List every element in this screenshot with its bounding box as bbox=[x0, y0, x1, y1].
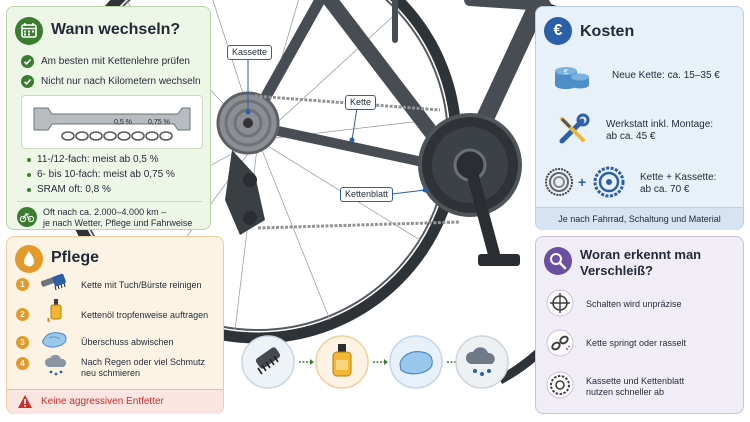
step-number-2: 2 bbox=[16, 308, 29, 321]
warning-bar: Keine aggressiven Entfetter bbox=[7, 389, 223, 414]
euro-icon: € bbox=[544, 17, 572, 45]
step-text-3: Überschuss abwischen bbox=[81, 337, 174, 347]
kosten-item-2b: ab ca. 45 € bbox=[606, 131, 656, 142]
chainring bbox=[418, 113, 522, 266]
wechseln-title: Wann wechseln? bbox=[51, 21, 181, 38]
bullet-item-2: 6- bis 10-fach: meist ab 0,75 % bbox=[37, 169, 175, 180]
panel-wann-wechseln: Wann wechseln? Am besten mit Kettenlehre… bbox=[6, 6, 211, 230]
check-item-2: Nicht nur nach Kilometern wechseln bbox=[41, 76, 201, 87]
step-number-4: 4 bbox=[16, 357, 29, 370]
panel-verschleiss: Woran erkennt man Verschleiß? Schalten w… bbox=[535, 236, 744, 414]
bullet-dot bbox=[27, 188, 31, 192]
magnifier-icon bbox=[544, 247, 572, 275]
brush-icon bbox=[40, 273, 66, 291]
oil-drop-icon bbox=[15, 245, 43, 273]
cassette-icon bbox=[545, 168, 573, 196]
verschleiss-item-3a: Kassette und Kettenblatt bbox=[586, 376, 685, 386]
kosten-item-1: Neue Kette: ca. 15–35 € bbox=[612, 70, 720, 81]
calendar-icon bbox=[15, 17, 43, 45]
verschleiss-item-1: Schalten wird unpräzise bbox=[586, 299, 682, 309]
plus-sign: + bbox=[578, 174, 587, 190]
step-text-1: Kette mit Tuch/Bürste reinigen bbox=[81, 280, 202, 290]
rain-cloud-icon bbox=[44, 354, 67, 376]
coins-icon: € bbox=[555, 67, 589, 89]
rear-derailleur bbox=[225, 150, 265, 235]
cloth-icon bbox=[42, 332, 67, 348]
process-strip bbox=[240, 334, 510, 394]
arrow-right-icon bbox=[299, 359, 314, 365]
chainring-icon bbox=[593, 166, 625, 198]
kosten-item-3a: Kette + Kassette: bbox=[640, 172, 717, 183]
verschleiss-item-2: Kette springt oder rasselt bbox=[586, 338, 687, 348]
oil-bottle-step-icon bbox=[315, 335, 369, 389]
label-kassette: Kassette bbox=[227, 45, 273, 60]
kosten-item-2a: Werkstatt inkl. Montage: bbox=[606, 119, 714, 130]
pflege-title: Pflege bbox=[51, 249, 100, 266]
panel-kosten: € Kosten € Neue Kette: ca. 15–35 € Werks… bbox=[535, 6, 744, 230]
gauge-box: 0,5 % 0,75 % bbox=[21, 95, 203, 149]
panel-pflege: Pflege 1 Kette mit Tuch/Bürste reinigen … bbox=[6, 236, 224, 414]
oil-bottle-icon bbox=[47, 299, 62, 323]
bullet-item-3: SRAM oft: 0,8 % bbox=[37, 184, 111, 195]
km-note-line2: je nach Wetter, Pflege und Fahrweise bbox=[43, 218, 193, 228]
warning-text: Keine aggressiven Entfetter bbox=[41, 396, 164, 407]
bicycle-icon bbox=[17, 207, 37, 227]
km-note-line1: Oft nach ca. 2.000–4.000 km – bbox=[43, 207, 167, 217]
verschleiss-title-line1: Woran erkennt man bbox=[580, 247, 702, 262]
step-text-2: Kettenöl tropfenweise auftragen bbox=[81, 310, 209, 320]
gauge-mark-05: 0,5 % bbox=[114, 119, 132, 126]
kosten-item-3b: ab ca. 70 € bbox=[640, 184, 690, 195]
kosten-footer: Je nach Fahrrad, Schaltung und Material bbox=[536, 207, 743, 230]
kosten-title: Kosten bbox=[580, 23, 635, 40]
step-text-4a: Nach Regen oder viel Schmutz bbox=[81, 357, 206, 367]
warning-icon bbox=[18, 395, 32, 408]
crosshair-icon bbox=[546, 289, 574, 317]
cloth-step-icon bbox=[389, 335, 443, 389]
svg-text:€: € bbox=[564, 68, 568, 76]
chain-link-icon bbox=[546, 329, 574, 357]
worn-cassette-icon bbox=[546, 371, 574, 399]
tools-icon bbox=[559, 113, 590, 144]
verschleiss-title-line2: Verschleiß? bbox=[580, 263, 653, 278]
rain-cloud-step-icon bbox=[455, 335, 509, 389]
arrow-right-icon bbox=[373, 359, 388, 365]
label-kettenblatt: Kettenblatt bbox=[340, 187, 394, 202]
check-icon bbox=[21, 75, 34, 88]
label-kette: Kette bbox=[345, 95, 377, 110]
step-number-3: 3 bbox=[16, 336, 29, 349]
check-item-1: Am besten mit Kettenlehre prüfen bbox=[41, 56, 190, 67]
verschleiss-item-3b: nutzen schneller ab bbox=[586, 387, 665, 397]
chain-gauge-icon bbox=[33, 107, 191, 141]
brush-step-icon bbox=[241, 335, 295, 389]
bullet-item-1: 11-/12-fach: meist ab 0,5 % bbox=[37, 154, 159, 165]
step-number-1: 1 bbox=[16, 278, 29, 291]
kosten-footer-text: Je nach Fahrrad, Schaltung und Material bbox=[558, 214, 721, 224]
step-text-4b: neu schmieren bbox=[81, 368, 141, 378]
bullet-dot bbox=[27, 173, 31, 177]
check-icon bbox=[21, 55, 34, 68]
bullet-dot bbox=[27, 158, 31, 162]
gauge-mark-075: 0,75 % bbox=[148, 119, 170, 126]
